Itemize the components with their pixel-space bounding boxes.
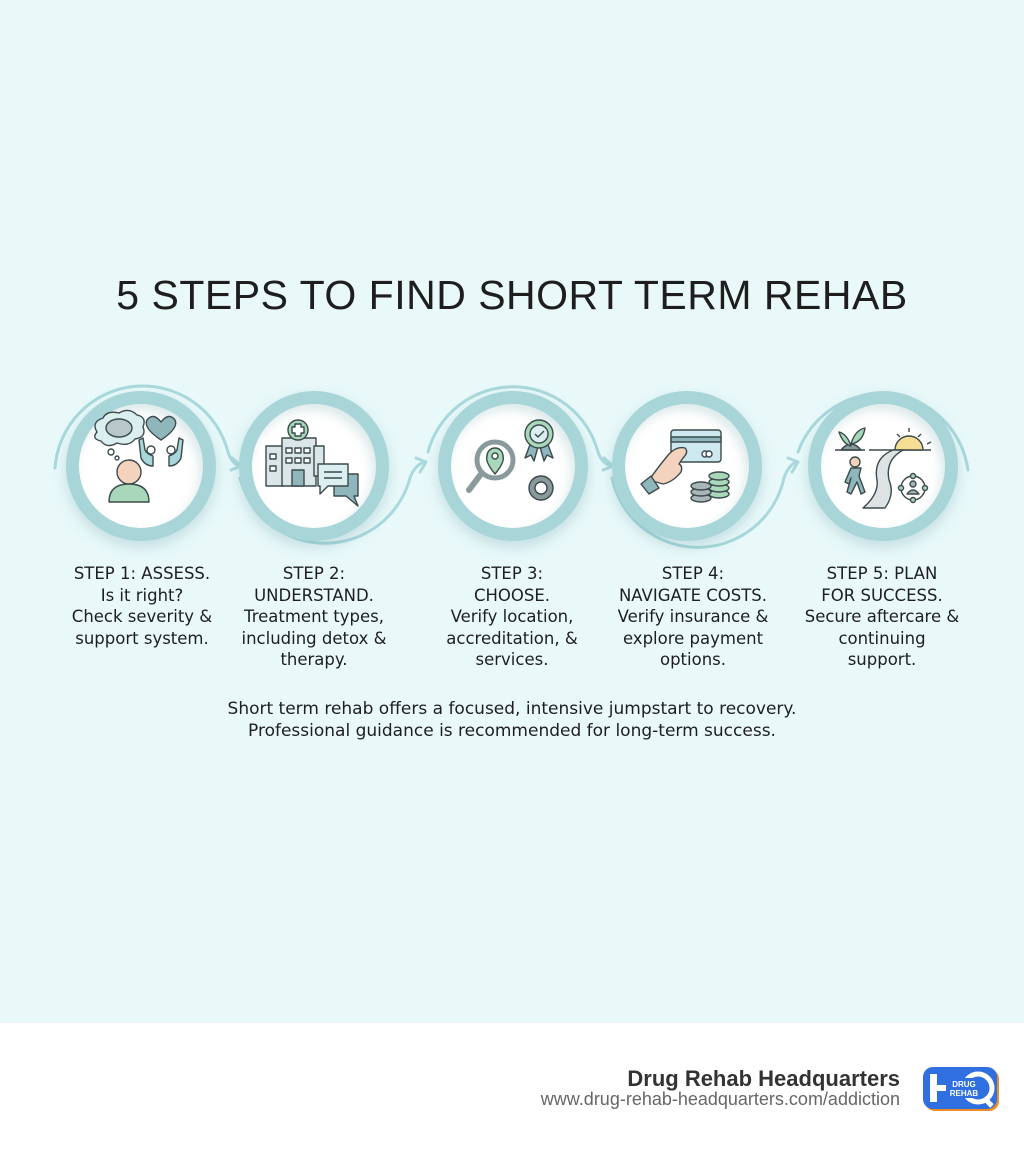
logo-text-drug: DRUG [952,1080,976,1089]
step-4-heading: STEP 4: [661,564,725,583]
success-path-icon [835,427,932,509]
step-3-heading: STEP 3: [480,564,544,583]
search-location-icon [466,419,554,501]
step-3-circle [438,391,588,541]
step-5-circle [808,391,958,541]
step-5-line: continuing [838,628,926,648]
step-2-caption: STEP 2: UNDERSTAND. Treatment types, inc… [229,563,399,671]
hq-logo-icon: DRUG REHAB [923,1067,999,1111]
step-5-heading: STEP 5: PLAN [826,564,938,583]
step-3-line: accreditation, & [446,628,578,648]
step-1-line: Check severity & [71,607,213,626]
page-title: 5 STEPS TO FIND SHORT TERM REHAB [116,272,908,318]
step-2-line: including detox & [241,628,387,648]
summary-text: Short term rehab offers a focused, inten… [0,698,1024,742]
step-5-line: FOR SUCCESS. [821,585,943,605]
step-3-line: Verify location, [450,607,574,626]
summary-line-2: Professional guidance is recommended for… [248,721,776,741]
step-2-line: UNDERSTAND. [254,585,374,605]
step-5-line: Secure aftercare & [804,607,960,626]
logo-text-rehab: REHAB [950,1089,979,1098]
step-2-heading: STEP 2: [282,564,346,583]
step-1-caption: STEP 1: ASSESS. Is it right? Check sever… [57,563,227,649]
step-5-line: support. [847,650,917,669]
step-4-caption: STEP 4: NAVIGATE COSTS. Verify insurance… [608,563,778,671]
footer-brand: Drug Rehab Headquarters [627,1066,900,1091]
steps-flow [0,370,1024,560]
step-2-circle [239,391,389,541]
step-4-line: Verify insurance & [617,607,769,626]
step-5-caption: STEP 5: PLAN FOR SUCCESS. Secure afterca… [797,563,967,671]
payment-icon [640,429,730,503]
footer-url-link[interactable]: www.drug-rehab-headquarters.com/addictio… [540,1089,900,1109]
step-4-line: NAVIGATE COSTS. [618,585,768,605]
step-3-caption: STEP 3: CHOOSE. Verify location, accredi… [427,563,597,671]
step-2-line: Treatment types, [244,607,384,626]
step-3-line: CHOOSE. [473,585,551,605]
step-2-line: therapy. [280,650,348,669]
step-3-line: services. [475,650,549,669]
hospital-chat-icon [265,419,359,507]
step-4-circle [612,391,762,541]
brand-logo[interactable]: DRUG REHAB [922,1066,1002,1116]
step-4-line: options. [659,650,727,669]
step-1-heading: STEP 1: ASSESS. [73,564,211,583]
summary-line-1: Short term rehab offers a focused, inten… [227,699,797,719]
step-4-line: explore payment [622,628,764,648]
step-1-line: Is it right? [100,585,184,605]
step-1-circle [66,391,216,541]
step-1-line: support system. [75,628,209,648]
assess-icon [94,409,184,503]
infographic-canvas: 5 STEPS TO FIND SHORT TERM REHAB [0,0,1024,1023]
